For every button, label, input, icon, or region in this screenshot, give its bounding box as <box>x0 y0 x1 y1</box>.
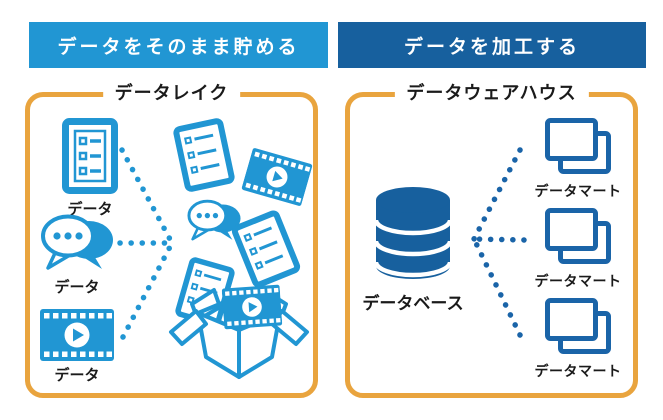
data-lake-title: データレイク <box>102 80 241 106</box>
data-mart: データマート <box>528 117 628 201</box>
database-icon <box>373 187 453 279</box>
source-chat: データ <box>38 211 116 297</box>
data-mart: データマート <box>528 207 628 291</box>
stacked-windows-icon <box>545 118 611 174</box>
stacked-windows-icon <box>545 298 611 354</box>
film-icon <box>241 148 313 206</box>
source-label: データ <box>54 279 100 296</box>
data-mart: データマート <box>528 297 628 381</box>
data-mart-label: データマート <box>534 273 622 289</box>
document-list-icon <box>173 118 235 192</box>
chat-bubbles-icon <box>41 214 113 270</box>
document-list-icon <box>62 118 118 194</box>
source-label: データ <box>54 367 100 384</box>
data-warehouse-title: データウェアハウス <box>394 80 589 106</box>
database: データベース <box>353 185 473 314</box>
chat-bubbles-icon <box>187 199 241 241</box>
stacked-windows-icon <box>545 208 611 264</box>
film-icon <box>221 284 283 330</box>
database-label: データベース <box>362 294 464 313</box>
panel-data-lake: データレイク データ <box>25 80 318 398</box>
source-label: データ <box>67 201 113 218</box>
panel-data-warehouse: データウェアハウス データベース <box>345 80 638 398</box>
data-mart-label: データマート <box>534 363 622 379</box>
source-film: データ <box>38 309 116 385</box>
data-mart-label: データマート <box>534 183 622 199</box>
header-store-data-as-is: データをそのまま貯める <box>29 22 328 68</box>
film-icon <box>40 309 114 361</box>
header-process-data: データを加工する <box>338 22 646 68</box>
document-list-icon <box>231 210 301 288</box>
dotted-flow-arrow-right <box>471 147 527 338</box>
source-document: データ <box>55 117 125 219</box>
dotted-flow-arrow-left <box>117 147 175 340</box>
